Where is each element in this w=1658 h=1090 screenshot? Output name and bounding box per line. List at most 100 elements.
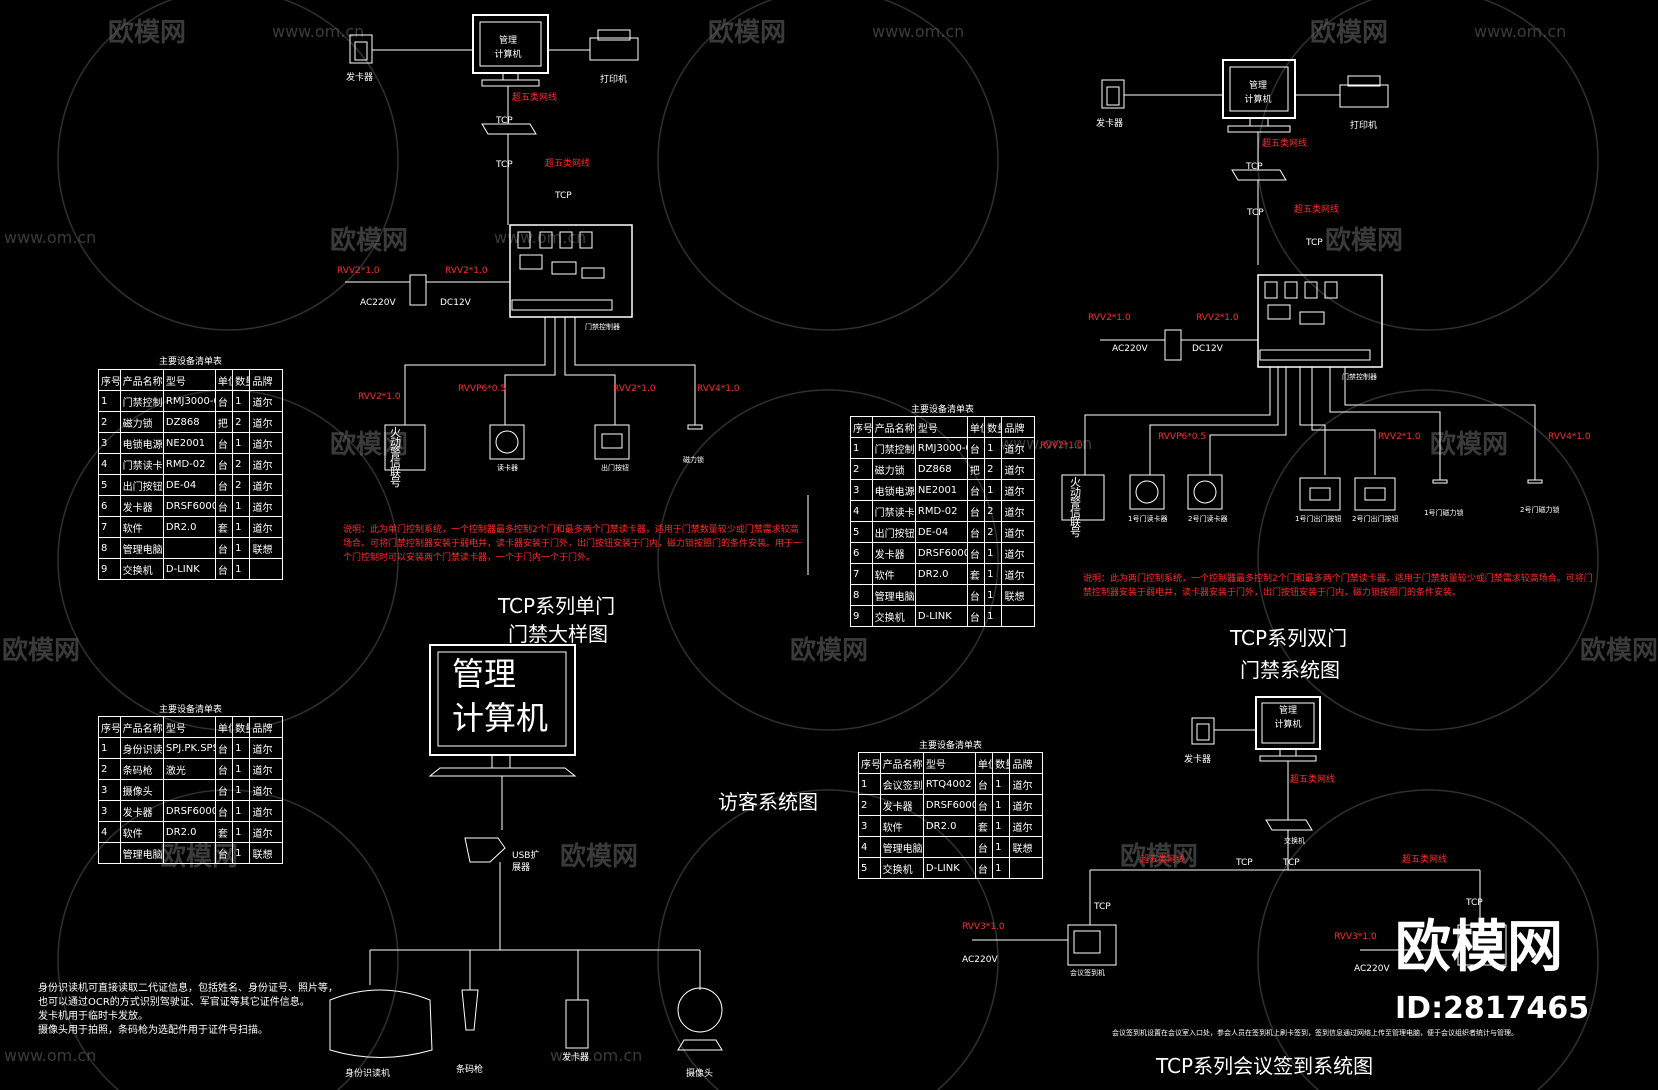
table-cell: 道尔 — [249, 800, 283, 822]
table-cell: 台 — [214, 779, 234, 801]
table-cell: 道尔 — [1009, 773, 1043, 795]
table-cell: 1 — [984, 563, 1003, 585]
table-header-cell: 品牌 — [1009, 752, 1043, 774]
table-cell: RTQ4002 — [922, 773, 976, 795]
watermark-brand: 欧模网 — [560, 842, 639, 872]
table-cell: 台 — [214, 537, 234, 559]
single-door-title-sub: 门禁大样图 — [508, 622, 608, 646]
card-issuer-label: 发卡器 — [1096, 119, 1124, 129]
table-cell: 4 — [98, 453, 121, 475]
table-cell: 道尔 — [249, 474, 283, 496]
power-cable-label: RVV2*1.0 — [445, 266, 488, 276]
table-cell — [914, 584, 968, 606]
table-cell: 4 — [98, 821, 121, 843]
tcp-label: TCP — [1306, 238, 1323, 248]
meeting-note: 会议签到机设置在会议室入口处，参会人员在签到机上刷卡签到，签到信息通过网络上传至… — [1112, 1029, 1518, 1037]
table-header-cell: 产品名称 — [119, 369, 164, 391]
table-cell: DRSF6000 — [162, 800, 216, 822]
lock-cable-label: RVV4*1.0 — [1548, 432, 1591, 442]
table-cell — [249, 558, 283, 580]
table-cell: D-LINK — [922, 857, 976, 879]
tcp-label: TCP — [1246, 162, 1263, 172]
table-cell: 1 — [232, 495, 251, 517]
controller-label: 门禁控制器 — [585, 323, 620, 331]
watermark-url: www.om.cn — [872, 22, 965, 41]
table-cell: 3 — [98, 779, 121, 801]
table-cell: 台 — [966, 437, 986, 459]
table-cell: 道尔 — [249, 495, 283, 517]
watermark-url: www.om.cn — [550, 1046, 643, 1065]
reader-label: 读卡器 — [497, 464, 518, 472]
watermark-brand: 欧模网 — [1430, 430, 1509, 460]
magnetic-lock-label: 磁力锁 — [683, 456, 704, 464]
watermark-url: www.om.cn — [272, 22, 365, 41]
table-cell: 台 — [214, 558, 234, 580]
reader-2-label: 2号门读卡器 — [1188, 515, 1228, 523]
table-header-cell: 品牌 — [1001, 416, 1035, 438]
watermark-url: www.om.cn — [1474, 22, 1567, 41]
table-header-cell: 型号 — [914, 416, 968, 438]
table-cell: 1 — [232, 516, 251, 538]
table-cell: 道尔 — [249, 821, 283, 843]
table-cell: 道尔 — [1009, 815, 1043, 837]
table-cell: 道尔 — [1001, 521, 1035, 543]
exit-1-label: 1号门出门按钮 — [1295, 515, 1342, 523]
table-cell — [98, 842, 121, 864]
table-cell: 发卡器 — [871, 542, 916, 564]
table-cell: 交换机 — [119, 558, 164, 580]
table-header-cell: 序号 — [858, 752, 881, 774]
table-cell: SPJ.PK.SPSD — [162, 737, 216, 759]
table-cell: DRSF6000 — [922, 794, 976, 816]
table-cell: 发卡器 — [879, 794, 924, 816]
printer-label: 打印机 — [600, 75, 628, 85]
table-cell: 6 — [98, 495, 121, 517]
table-cell: DE-04 — [162, 474, 216, 496]
double-door-title: TCP系列双门 — [1230, 626, 1348, 650]
table-cell: 道尔 — [249, 516, 283, 538]
tcp-label: TCP — [1094, 902, 1111, 912]
terminal-label: 会议签到机 — [1070, 969, 1105, 977]
tcp-label: TCP — [1247, 208, 1264, 218]
table-cell: 管理电脑 — [119, 537, 164, 559]
table-cell: 4 — [850, 500, 873, 522]
fire-alarm-label: 火 动 警 信 联 号 — [390, 426, 401, 489]
table-header-cell: 数量 — [992, 752, 1011, 774]
brand-id: ID:2817465 — [1395, 991, 1590, 1026]
card-issuer-label: 发卡器 — [1184, 755, 1212, 765]
table-cell: DR2.0 — [162, 821, 216, 843]
table-cell: 道尔 — [1001, 437, 1035, 459]
table-cell — [162, 779, 216, 801]
table-cell: 套 — [966, 563, 986, 585]
exit-button-label: 出门按钮 — [601, 464, 629, 472]
reader-cable-label: RVVP6*0.5 — [1158, 432, 1207, 442]
table-cell: 台 — [966, 479, 986, 501]
table-cell: 联想 — [249, 537, 283, 559]
ac-label: AC220V — [962, 955, 998, 965]
table-row: 1会议签到机RTQ4002台1道尔 — [858, 773, 1043, 795]
power-cable-label: RVV3*1.0 — [1334, 932, 1377, 942]
table-cell: 道尔 — [249, 411, 283, 433]
table-cell: 磁力锁 — [119, 411, 164, 433]
table-cell: 道尔 — [249, 432, 283, 454]
table-cell: 台 — [974, 794, 994, 816]
table-cell: 道尔 — [249, 453, 283, 475]
table-cell: DRSF6000 — [914, 542, 968, 564]
watermark-brand: 欧模网 — [790, 636, 869, 666]
table-cell: RMJ3000-02 — [162, 390, 216, 412]
table-cell: 管理电脑 — [871, 584, 916, 606]
equipment-table-single: 序号产品名称型号单位数量品牌1门禁控制器RMJ3000-02台1道尔2磁力锁DZ… — [98, 369, 283, 580]
table-cell: DR2.0 — [162, 516, 216, 538]
tcp-label: TCP — [496, 160, 513, 170]
tcp-label: TCP — [496, 116, 513, 126]
lock-2-label: 2号门磁力锁 — [1520, 506, 1560, 514]
ac-label: AC220V — [1354, 964, 1390, 974]
table-cell: 3 — [98, 432, 121, 454]
tcp-label: TCP — [555, 191, 572, 201]
